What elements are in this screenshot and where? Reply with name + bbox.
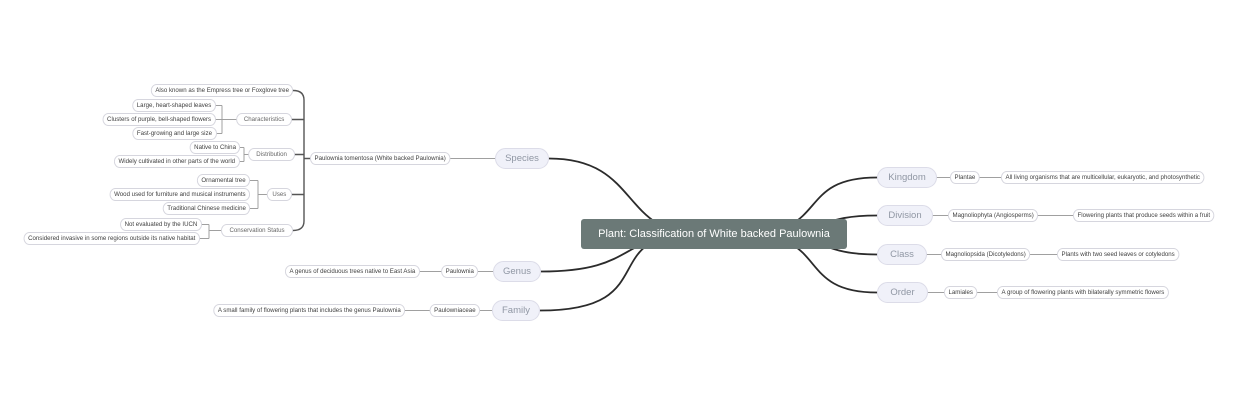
link-uses-bracket [242, 180, 270, 209]
leaf-characteristic-size[interactable]: Fast-growing and large size [131, 127, 216, 140]
leaf-chinese-medicine[interactable]: Traditional Chinese medicine [162, 202, 250, 215]
leaf-kingdom-description[interactable]: All living organisms that are multicellu… [1001, 171, 1205, 184]
leaf-native-china[interactable]: Native to China [189, 141, 240, 154]
leaf-considered-invasive[interactable]: Considered invasive in some regions outs… [23, 232, 200, 245]
node-distribution[interactable]: Distribution [248, 148, 295, 161]
leaf-widely-cultivated[interactable]: Widely cultivated in other parts of the … [114, 155, 240, 168]
leaf-class-description[interactable]: Plants with two seed leaves or cotyledon… [1057, 248, 1180, 261]
leaf-genus-value[interactable]: Paulownia [440, 265, 478, 278]
leaf-division-value[interactable]: Magnoliophyta (Angiosperms) [948, 209, 1039, 222]
leaf-ornamental-tree[interactable]: Ornamental tree [196, 174, 250, 187]
central-topic[interactable]: Plant: Classification of White backed Pa… [581, 219, 847, 249]
leaf-not-evaluated-iucn[interactable]: Not evaluated by the IUCN [120, 218, 202, 231]
branch-family[interactable]: Family [492, 300, 540, 321]
leaf-species-binomial[interactable]: Paulownia tomentosa (White backed Paulow… [310, 152, 451, 165]
branch-species[interactable]: Species [495, 148, 549, 169]
branch-division[interactable]: Division [877, 205, 933, 226]
leaf-class-value[interactable]: Magnoliopsida (Dicotyledons) [941, 248, 1031, 261]
link-species-spine [292, 89, 305, 232]
leaf-characteristic-leaves[interactable]: Large, heart-shaped leaves [132, 99, 216, 112]
leaf-order-value[interactable]: Lamiales [944, 286, 978, 299]
branch-genus[interactable]: Genus [493, 261, 541, 282]
leaf-wood-uses[interactable]: Wood used for furniture and musical inst… [109, 188, 250, 201]
leaf-genus-description[interactable]: A genus of deciduous trees native to Eas… [285, 265, 420, 278]
leaf-also-known[interactable]: Also known as the Empress tree or Foxglo… [150, 84, 293, 97]
branch-order[interactable]: Order [877, 282, 928, 303]
node-characteristics[interactable]: Characteristics [236, 113, 292, 126]
link-spine-stubs [284, 118, 316, 196]
leaf-characteristic-flowers[interactable]: Clusters of purple, bell-shaped flowers [102, 113, 216, 126]
node-uses[interactable]: Uses [266, 188, 292, 201]
node-conservation-status[interactable]: Conservation Status [221, 224, 293, 237]
branch-class[interactable]: Class [877, 244, 927, 265]
leaf-family-value[interactable]: Paulowniaceae [429, 304, 480, 317]
leaf-division-description[interactable]: Flowering plants that produce seeds with… [1073, 209, 1215, 222]
leaf-order-description[interactable]: A group of flowering plants with bilater… [997, 286, 1169, 299]
leaf-kingdom-value[interactable]: Plantae [950, 171, 980, 184]
leaf-family-description[interactable]: A small family of flowering plants that … [213, 304, 405, 317]
branch-kingdom[interactable]: Kingdom [877, 167, 937, 188]
